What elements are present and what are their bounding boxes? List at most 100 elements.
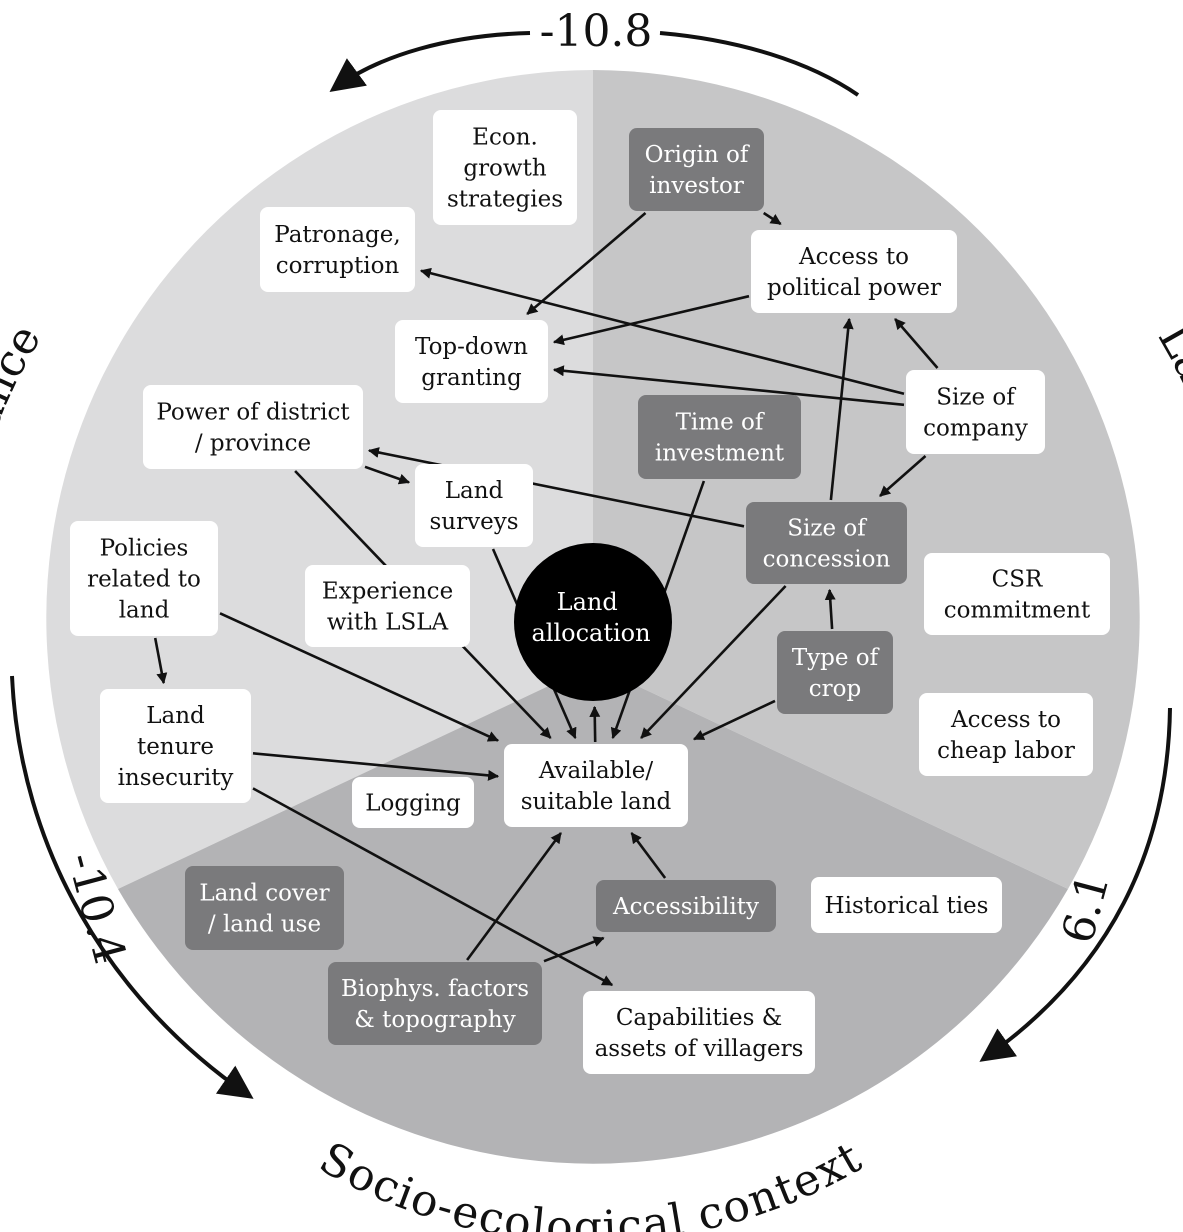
- policies-label-line-3: land: [119, 598, 170, 624]
- time-investment-label-line-2: investment: [655, 441, 785, 467]
- logging-node: Logging: [352, 777, 474, 828]
- edge-size-company-to-access-power: [894, 318, 939, 369]
- patronage-box: [260, 207, 415, 292]
- size-concession-label-line-1: Size of: [787, 516, 867, 542]
- access-power-node: Access to political power: [751, 230, 957, 313]
- edge-size-concession-to-available-land: [640, 585, 787, 739]
- svg-text:Land governance: Land governance: [0, 316, 51, 714]
- time-investment-label-line-1: Time of: [676, 410, 765, 436]
- experience-lsla-node: Experience with LSLA: [305, 565, 470, 647]
- biophys-box: [328, 962, 542, 1045]
- available-land-node: Available/suitable land: [504, 744, 688, 827]
- access-power-box: [751, 230, 957, 313]
- policies-box: [70, 521, 218, 636]
- edge-origin-investor-to-top-down: [526, 212, 647, 315]
- biophys-label-line-1: Biophys. factors: [341, 976, 529, 1002]
- size-company-label-line-2: company: [923, 416, 1028, 442]
- svg-text:Land cover/ land use: Land cover/ land use: [199, 881, 329, 938]
- cheap-labor-box: [919, 693, 1093, 776]
- econ-growth-node: Econ. growth strategies: [433, 110, 577, 225]
- power-district-box: [143, 385, 363, 469]
- tenure-insecurity-label-line-1: Land: [146, 703, 205, 729]
- accessibility-label-line-1: Accessibility: [612, 894, 759, 920]
- edge-accessibility-to-available-land: [630, 832, 667, 879]
- svg-text:Capabilities &assets of villag: Capabilities &assets of villagers: [595, 1005, 804, 1062]
- csr-label-line-1: CSR: [992, 567, 1043, 593]
- edge-size-concession-to-access-power: [829, 317, 854, 501]
- cheap-labor-label-line-2: cheap labor: [937, 738, 1075, 764]
- land-surveys-label-line-1: Land: [445, 478, 504, 504]
- type-crop-box: [777, 631, 893, 714]
- econ-growth-label-line-3: strategies: [447, 187, 563, 213]
- land-allocation-core: Land allocation: [514, 543, 672, 701]
- edge-origin-investor-to-access-power: [762, 211, 782, 226]
- experience-lsla-label-line-2: with LSLA: [327, 610, 449, 636]
- csr-box: [924, 553, 1110, 635]
- tenure-insecurity-label-line-2: tenure: [137, 734, 214, 760]
- core-circle: [514, 543, 672, 701]
- size-company-box: [906, 370, 1045, 454]
- governance-sector: [46, 70, 593, 889]
- land-cover-label-line-2: / land use: [208, 912, 321, 938]
- edge-access-power-to-top-down: [552, 294, 750, 346]
- edge-size-concession-to-power-district: [367, 447, 745, 528]
- land-cover-box: [185, 866, 344, 950]
- core-label-line-1: Land: [557, 588, 618, 616]
- origin-investor-box: [629, 128, 764, 211]
- investment-cycle-arrow-top: [659, 31, 860, 97]
- svg-text:Power of district/ province: Power of district/ province: [156, 400, 350, 457]
- svg-text:Logging: Logging: [365, 791, 461, 817]
- available-land-label-line-1: Available/: [538, 758, 653, 784]
- experience-lsla-box: [305, 565, 470, 647]
- cheap-labor-label-line-1: Access to: [950, 707, 1061, 733]
- cheap-labor-node: Access to cheap labor: [919, 693, 1093, 776]
- available-land-box: [504, 744, 688, 827]
- access-power-label-line-1: Access to: [798, 244, 909, 270]
- edge-tenure-insecurity-to-available-land: [252, 752, 500, 781]
- type-crop-label-line-2: crop: [809, 676, 861, 702]
- edge-biophys-to-available-land: [466, 832, 562, 961]
- edge-size-company-to-size-concession: [879, 455, 927, 497]
- accessibility-box: [596, 880, 776, 932]
- svg-text:Land allocation: Land allocation: [531, 588, 650, 647]
- investment-cycle-arrow: [979, 707, 1172, 1062]
- origin-investor-label-line-2: investor: [649, 173, 744, 199]
- core-label-line-2: allocation: [531, 619, 650, 647]
- historical-ties-node: Historical ties: [811, 877, 1002, 933]
- type-crop-label-line-1: Type of: [792, 645, 880, 671]
- experience-lsla-label-line-1: Experience: [322, 579, 453, 605]
- size-concession-node: Size of concession: [746, 502, 907, 584]
- edge-policies-to-tenure-insecurity: [153, 637, 168, 685]
- governance-cycle-arrow: [329, 31, 531, 93]
- econ-growth-label-line-2: growth: [463, 156, 546, 182]
- time-investment-node: Time of investment: [638, 395, 801, 479]
- edge-power-district-to-land-surveys: [364, 465, 411, 485]
- edge-available-land-to-core: [589, 705, 601, 743]
- context-cycle-arrow: [10, 675, 254, 1099]
- edge-type-crop-to-size-concession: [824, 588, 836, 630]
- svg-text:Biophys. factors& topography: Biophys. factors& topography: [341, 976, 529, 1033]
- available-land-label-line-2: suitable land: [521, 789, 672, 815]
- size-concession-label-line-2: concession: [763, 547, 891, 573]
- size-concession-box: [746, 502, 907, 584]
- logging-box: [352, 777, 474, 828]
- econ-growth-label-line-1: Econ.: [472, 125, 538, 151]
- access-power-label-line-2: political power: [767, 275, 941, 301]
- land-cover-node: Land cover/ land use: [185, 866, 344, 950]
- investment-sector: [593, 70, 1140, 889]
- type-crop-node: Type of crop: [777, 631, 893, 714]
- land-surveys-box: [415, 464, 533, 547]
